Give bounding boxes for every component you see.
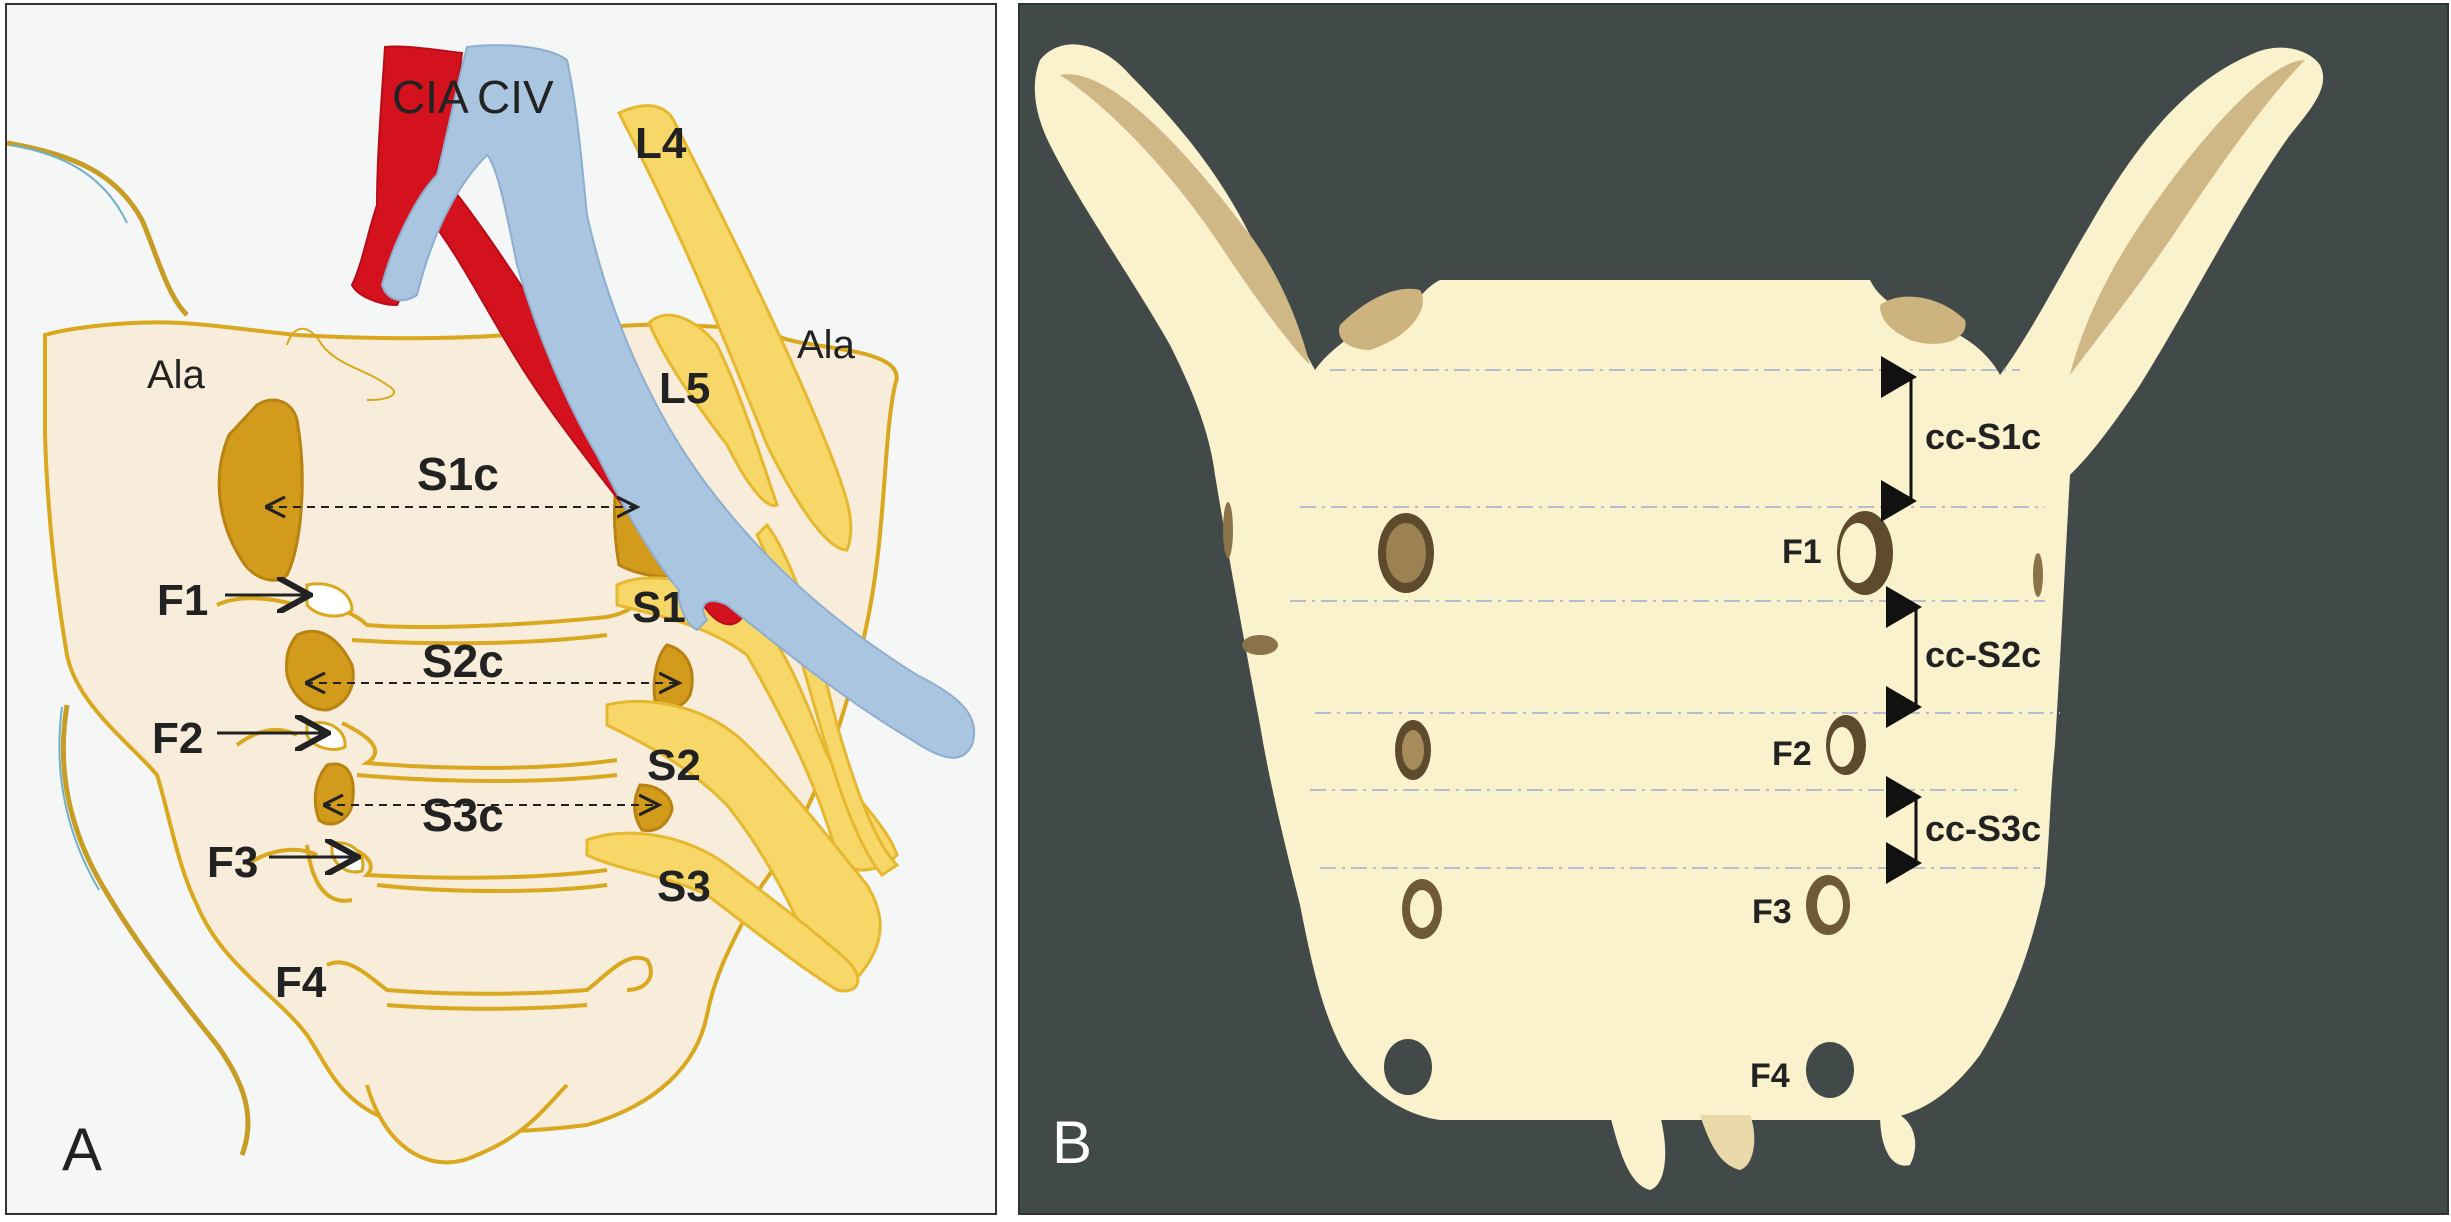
label-ala-left: Ala <box>147 353 206 397</box>
panel-b-ct-render: cc-S1c cc-S2c cc-S3c F1 F2 F3 F4 B <box>1018 3 2449 1215</box>
label-f4: F4 <box>1750 1057 1790 1095</box>
panel-b-labels: cc-S1c cc-S2c cc-S3c F1 F2 F3 F4 B <box>1052 416 2041 1176</box>
label-l4: L4 <box>635 119 687 168</box>
label-s1: S1 <box>632 583 686 632</box>
segment-height-arrows <box>1881 356 1922 884</box>
label-s1c: S1c <box>417 448 499 500</box>
panel-b-drawing: cc-S1c cc-S2c cc-S3c F1 F2 F3 F4 B <box>1034 44 2324 1190</box>
panel-a-drawing: CIA CIV L4 L5 Ala Ala S1c S2c S3c S1 S2 … <box>7 44 976 1183</box>
panel-b-letter: B <box>1052 1109 1092 1176</box>
label-f4: F4 <box>275 958 327 1007</box>
common-iliac-vein <box>380 44 976 759</box>
foramina-3d <box>1223 502 2043 1098</box>
panel-a-letter: A <box>62 1116 102 1183</box>
panel-a-schematic: CIA CIV L4 L5 Ala Ala S1c S2c S3c S1 S2 … <box>5 3 997 1215</box>
segment-lines <box>216 595 653 1011</box>
ilium-outline <box>7 140 251 1156</box>
label-s3c: S3c <box>422 789 504 841</box>
label-f3: F3 <box>1752 893 1792 931</box>
label-cia: CIA <box>392 71 469 123</box>
sacrum-3d <box>1034 44 2324 1190</box>
panel-a-labels: CIA CIV L4 L5 Ala Ala S1c S2c S3c S1 S2 … <box>62 71 856 1183</box>
label-f1: F1 <box>1782 533 1822 571</box>
label-f2: F2 <box>152 714 203 763</box>
foramen-arrows <box>217 595 355 857</box>
segment-width-lines <box>265 507 679 805</box>
label-s2c: S2c <box>422 635 504 687</box>
label-f1: F1 <box>157 576 208 625</box>
label-s3: S3 <box>657 862 711 911</box>
label-f2: F2 <box>1772 735 1812 773</box>
label-f3: F3 <box>207 838 258 887</box>
label-civ: CIV <box>477 71 554 123</box>
label-ala-right: Ala <box>797 323 856 367</box>
label-cc-s2c: cc-S2c <box>1925 634 2041 675</box>
label-cc-s1c: cc-S1c <box>1925 416 2041 457</box>
label-s2: S2 <box>647 741 701 790</box>
label-cc-s3c: cc-S3c <box>1925 808 2041 849</box>
label-l5: L5 <box>659 364 710 413</box>
